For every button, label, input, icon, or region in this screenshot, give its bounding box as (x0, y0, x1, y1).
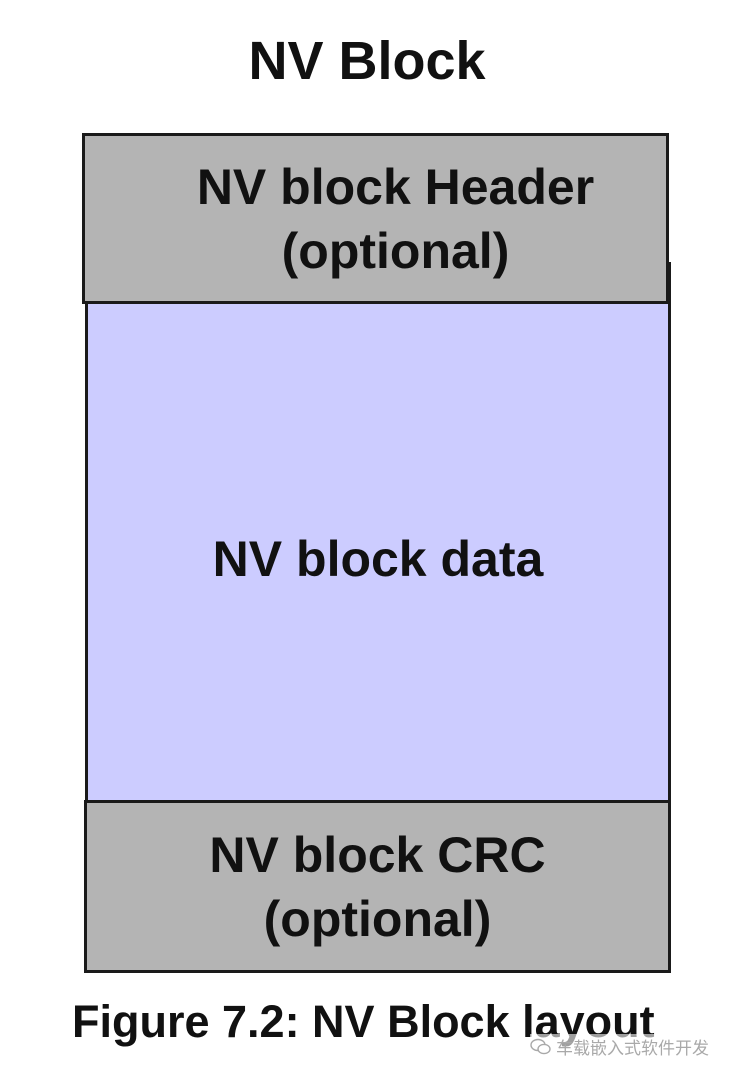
nv-block-crc-optional: (optional) (263, 890, 492, 947)
wechat-icon (530, 1038, 552, 1056)
nv-block-crc-label: NV block CRC (209, 826, 546, 883)
watermark-text: 车载嵌入式软件开发 (556, 1039, 709, 1059)
nv-block-header-optional: (optional) (281, 222, 510, 279)
nv-block-header-label: NV block Header (196, 158, 595, 215)
watermark: 车载嵌入式软件开发 (530, 1034, 709, 1059)
nv-block-crc: NV block CRC (optional) (84, 800, 671, 973)
nv-block-data: NV block data (85, 262, 671, 805)
nv-block-data-label: NV block data (212, 530, 544, 587)
nv-block-header: NV block Header (optional) (82, 133, 669, 304)
diagram-title: NV Block (248, 31, 486, 91)
